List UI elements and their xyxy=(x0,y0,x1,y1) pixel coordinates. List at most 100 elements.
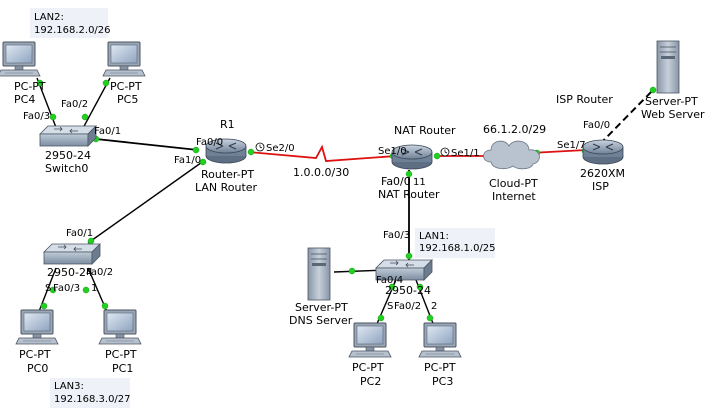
port-label: Se2/0 xyxy=(266,143,295,154)
device-model: 2950-24 xyxy=(45,149,91,162)
isp-router[interactable]: ISP Router 2620XM ISP xyxy=(556,93,625,193)
port-dots xyxy=(36,79,657,322)
computer-icon xyxy=(98,309,142,345)
port-label: Fa0/2 xyxy=(86,267,113,278)
port-dot xyxy=(405,252,413,260)
device-name: LAN Router xyxy=(195,181,258,194)
port-dot xyxy=(82,286,90,294)
device-name: NAT Router xyxy=(378,188,440,201)
note-title: LAN3: xyxy=(54,381,84,392)
isp-link-label: 66.1.2.0/29 xyxy=(483,123,546,136)
device-name: PC5 xyxy=(117,93,138,106)
wan-link-label: 1.0.0.0/30 xyxy=(293,166,349,179)
port-label: Fa0/3 xyxy=(23,111,50,122)
device-model: Fa0/0 xyxy=(381,175,411,188)
links xyxy=(36,77,656,327)
device-model: 2950-24 xyxy=(47,266,93,279)
port-dot xyxy=(101,302,109,310)
port-label: Se1/1 xyxy=(451,148,480,159)
port-label: 11 xyxy=(413,177,426,188)
device-name: Switch0 xyxy=(45,162,88,175)
port-dot xyxy=(49,286,57,294)
port-label: Fa0/3 xyxy=(53,283,80,294)
port-label: 2 xyxy=(431,301,437,312)
switch-lan1[interactable]: 2950-24 xyxy=(375,259,433,297)
port-label: Fa0/1 xyxy=(94,126,121,137)
port-dot xyxy=(49,113,57,121)
note-subnet: 192.168.1.0/25 xyxy=(419,243,496,254)
switch-icon xyxy=(39,125,97,147)
computer-icon xyxy=(418,322,462,358)
note-subnet: 192.168.2.0/26 xyxy=(34,25,111,36)
device-label: R1 xyxy=(220,118,235,131)
server-icon xyxy=(307,247,331,301)
note-title: LAN1: xyxy=(419,231,449,242)
device-name: Web Server xyxy=(641,108,705,121)
device-model: PC-PT xyxy=(105,348,137,361)
switch0[interactable]: 2950-24 Switch0 xyxy=(39,125,97,175)
port-dot xyxy=(192,146,200,154)
device-model: 2950-24 xyxy=(385,284,431,297)
port-label: Fa0/2 xyxy=(394,301,421,312)
device-name: Internet xyxy=(492,190,536,203)
device-model: PC-PT xyxy=(19,348,51,361)
lan-router[interactable]: R1 Router-PT LAN Router xyxy=(195,118,258,194)
dns-server[interactable]: Server-PT DNS Server xyxy=(289,247,353,327)
device-model: Router-PT xyxy=(201,168,254,181)
port-label: Fa1/0 xyxy=(174,155,201,166)
port-dot xyxy=(388,283,396,291)
device-model: PC-PT xyxy=(14,80,46,93)
link-r1-switch-lan3[interactable] xyxy=(87,159,206,244)
port-dot xyxy=(416,283,424,291)
port-dot xyxy=(36,79,44,87)
pc1[interactable]: PC-PT PC1 xyxy=(98,309,142,375)
port-label: Fa0/0 xyxy=(583,120,610,131)
device-model: Cloud-PT xyxy=(489,177,538,190)
server-icon xyxy=(656,40,680,94)
pc2[interactable]: PC-PT PC2 xyxy=(348,322,392,388)
device-label: ISP Router xyxy=(556,93,613,106)
port-label: 1 xyxy=(91,283,97,294)
pc5[interactable]: PC-PT PC5 xyxy=(102,41,146,106)
internet-cloud[interactable]: Cloud-PT Internet xyxy=(483,140,540,203)
pc0[interactable]: PC-PT PC0 xyxy=(15,309,59,375)
link-isp-webserver[interactable] xyxy=(599,87,656,145)
device-name: PC2 xyxy=(360,375,381,388)
port-dot xyxy=(199,158,207,166)
device-model: Server-PT xyxy=(645,95,698,108)
note-lan3: LAN3: 192.168.3.0/27 xyxy=(50,378,131,408)
switch-lan3[interactable]: 2950-24 xyxy=(43,243,101,279)
device-name: PC0 xyxy=(27,362,48,375)
device-model: PC-PT xyxy=(424,361,456,374)
port-label: Fa0/1 xyxy=(66,228,93,239)
note-title: LAN2: xyxy=(34,12,64,23)
port-dot xyxy=(40,302,48,310)
clock-icon xyxy=(440,147,450,157)
link-switch0-r1[interactable] xyxy=(95,138,199,151)
web-server[interactable]: Server-PT Web Server xyxy=(641,40,705,121)
pc3[interactable]: PC-PT PC3 xyxy=(418,322,462,388)
link-pc4-switch0[interactable] xyxy=(36,77,58,131)
port-label: Fa0/2 xyxy=(61,99,88,110)
pc4[interactable]: PC-PT PC4 xyxy=(0,41,46,106)
device-name: PC1 xyxy=(112,362,133,375)
link-r1-nat-serial[interactable] xyxy=(247,144,397,162)
port-label: Fa0/3 xyxy=(383,230,410,241)
link-pc5-switch0[interactable] xyxy=(81,77,111,131)
device-model: PC-PT xyxy=(352,361,384,374)
device-name: PC4 xyxy=(14,93,35,106)
switch-icon xyxy=(43,243,101,265)
port-dot xyxy=(433,152,441,160)
port-label: S xyxy=(45,283,51,294)
port-label: Fa0/0 xyxy=(196,137,223,148)
port-dot xyxy=(649,86,657,94)
cloud-icon xyxy=(483,140,540,170)
device-name: PC3 xyxy=(432,375,453,388)
nat-router[interactable]: NAT Router Fa0/0 NAT Router xyxy=(378,124,456,201)
device-name: ISP xyxy=(592,180,609,193)
device-label: NAT Router xyxy=(394,124,456,137)
device-model: Server-PT xyxy=(295,301,348,314)
port-label: S xyxy=(387,301,393,312)
computer-icon xyxy=(348,322,392,358)
port-labels: Fa0/3 Fa0/2 Fa0/1 Fa0/0 Fa1/0 Se2/0 Se1/… xyxy=(23,99,610,312)
